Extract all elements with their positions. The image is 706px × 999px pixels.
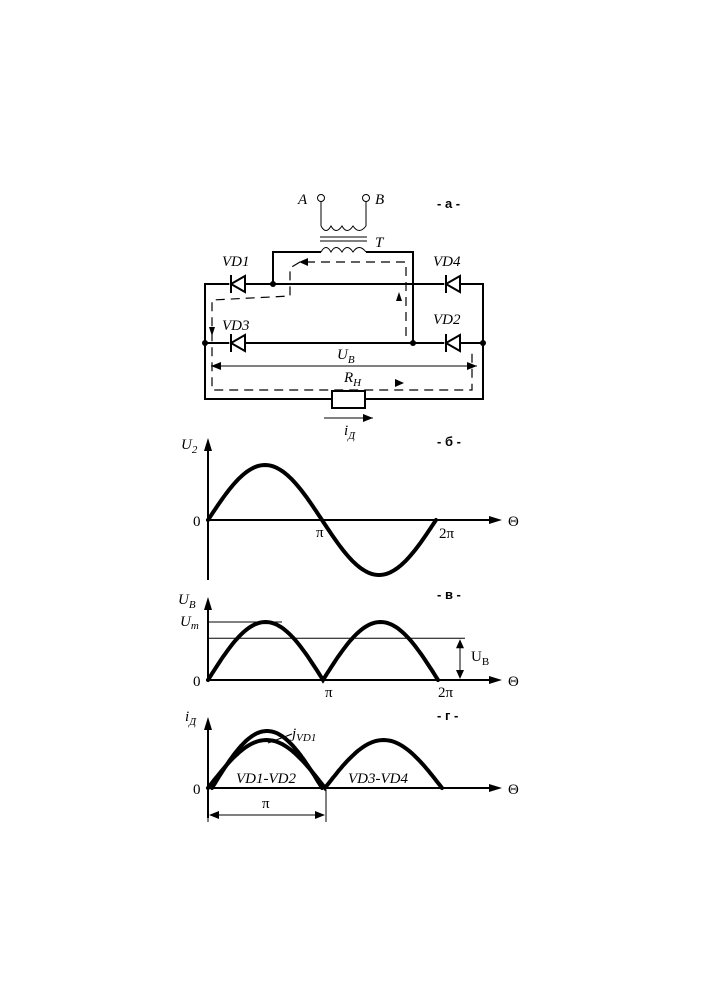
junction-dot: [480, 340, 486, 346]
chart-id-ylabel: iД: [185, 709, 197, 728]
diode-vd2: [443, 333, 461, 353]
diode-vd1: [228, 274, 246, 294]
vd3-label: VD3: [222, 318, 250, 334]
chart-id-period-label: π: [262, 796, 270, 812]
chart-ub-average-label: UВ: [471, 649, 489, 668]
chart-ub-ylabel: UВ: [178, 592, 196, 611]
chart-id: - г - iД 0 Θ jVD1 VD1-VD2 VD3-VD4 π: [185, 708, 519, 822]
chart-id-jvd1-label: jVD1: [290, 726, 316, 744]
chart-id-jvd1-leader: [267, 733, 293, 744]
current-arrow: [395, 379, 404, 387]
junction-dot: [270, 281, 276, 287]
transformer: T: [320, 224, 385, 254]
chart-ub-um-label: Um: [180, 614, 199, 632]
chart-u2-series-line: [206, 462, 438, 578]
output-voltage-span: [211, 362, 477, 370]
chart-u2-xlabel: Θ: [508, 514, 519, 530]
chart-ub-y-arrow: [204, 597, 212, 610]
chart-ub-origin: 0: [193, 674, 201, 690]
current-path: [211, 261, 473, 391]
transformer-primary: [320, 224, 367, 231]
secondary-wire-right: [366, 251, 414, 343]
chart-id-period-arrow: [315, 811, 325, 819]
vd2-label: VD2: [433, 312, 461, 328]
current-arrow: [396, 292, 402, 301]
chart-u2-origin: 0: [193, 514, 201, 530]
chart-ub-average-dimension: [456, 639, 464, 679]
id-label: iД: [344, 423, 356, 442]
chart-id-series-line: [206, 737, 444, 792]
chart-id-period-arrow: [209, 811, 219, 819]
junction-dot: [202, 340, 208, 346]
chart-ub-tick-2pi: 2π: [438, 685, 454, 701]
chart-id-origin: 0: [193, 782, 201, 798]
transformer-label: T: [375, 235, 385, 251]
load-resistor: [331, 390, 366, 409]
current-arrow: [299, 258, 308, 266]
chart-ub-xlabel: Θ: [508, 674, 519, 690]
vd4-label: VD4: [433, 254, 461, 270]
terminal-b: [362, 194, 370, 202]
chart-u2-y-arrow: [204, 438, 212, 451]
diode-vd3: [228, 333, 246, 353]
chart-u2: - б - U2 0 Θ π 2π: [181, 434, 519, 580]
chart-id-region-1: VD1-VD2: [236, 771, 296, 787]
chart-u2-tick-pi: π: [316, 525, 324, 541]
chart-ub-series-line: [206, 619, 440, 684]
junction-dot: [410, 340, 416, 346]
current-arrow: [209, 327, 215, 336]
chart-ub-tick-pi: π: [325, 685, 333, 701]
chart-ub-x-arrow: [489, 676, 502, 684]
transformer-secondary: [320, 247, 367, 254]
diode-vd4: [443, 274, 461, 294]
chart-id-region-2: VD3-VD4: [348, 771, 408, 787]
terminal-a: [317, 194, 325, 202]
chart-u2-tag: - б -: [437, 434, 461, 449]
chart-ub: - в - UВ Um UВ 0 Θ π 2π: [178, 587, 519, 701]
chart-id-x-arrow: [489, 784, 502, 792]
chart-u2-x-arrow: [489, 516, 502, 524]
load-current-arrowhead: [363, 414, 373, 422]
circuit-tag: - а -: [437, 196, 460, 211]
terminal-a-label: A: [297, 192, 308, 208]
chart-id-tag: - г -: [437, 708, 458, 723]
vd1-label: VD1: [222, 254, 250, 270]
circuit-diagram: - а - A B T VD1: [202, 192, 486, 442]
chart-u2-tick-2pi: 2π: [439, 526, 455, 542]
chart-id-xlabel: Θ: [508, 782, 519, 798]
secondary-wire-left: [272, 251, 321, 284]
terminal-b-label: B: [375, 192, 384, 208]
rn-label: RН: [343, 370, 362, 389]
chart-id-y-arrow: [204, 717, 212, 730]
ub-label: UВ: [337, 347, 355, 366]
chart-ub-tag: - в -: [437, 587, 461, 602]
chart-u2-ylabel: U2: [181, 437, 198, 456]
